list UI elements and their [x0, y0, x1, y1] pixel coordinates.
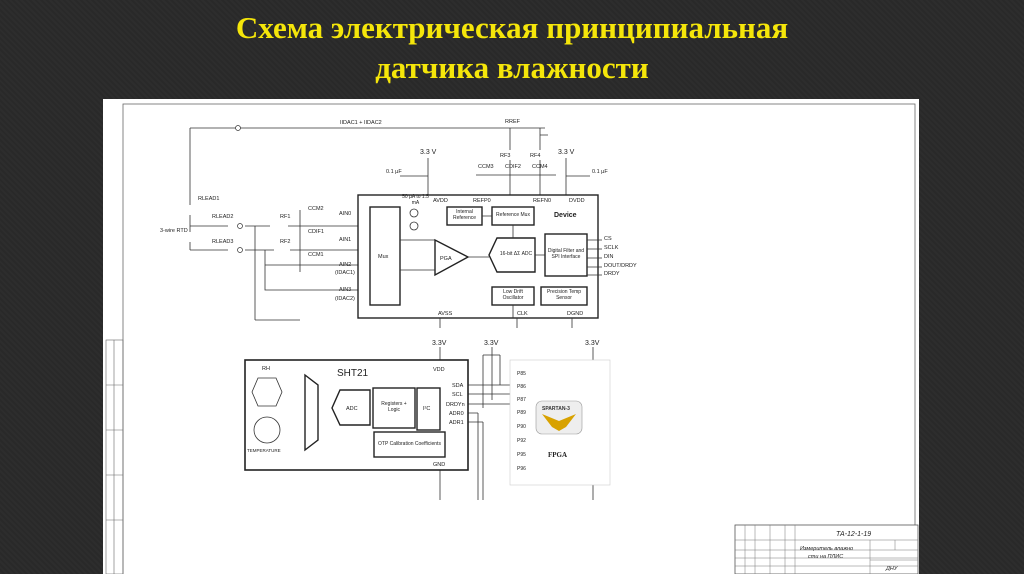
supply-sht21: 3.3V	[432, 340, 447, 347]
rlead3-label: RLEAD3	[212, 239, 233, 245]
fpga-label: FPGA	[548, 451, 567, 459]
fpga-pin: P85	[517, 371, 526, 377]
pin-ain2: AIN2	[339, 262, 351, 268]
rf2-label: RF2	[280, 239, 290, 245]
fpga-pin: P89	[517, 410, 526, 416]
pga-triangle	[434, 238, 470, 277]
rh-label: RH	[262, 366, 270, 372]
temperature-label: TEMPERATURE	[247, 448, 281, 453]
current-source-icon	[409, 208, 419, 218]
internal-ref-label: Internal Reference	[452, 209, 477, 221]
pga-label: PGA	[440, 256, 452, 262]
idac-range-label: 50 µA to 1.5 mA	[402, 193, 429, 206]
mux-box	[369, 206, 401, 306]
slide-title-line1: Схема электрическая принципиальная	[235, 10, 789, 45]
supply-fpga: 3.3V	[585, 340, 600, 347]
drawing-sheet	[103, 99, 919, 574]
rf1-label: RF1	[280, 214, 290, 220]
fpga-pin: P92	[517, 438, 526, 444]
spartan-logo-emblem	[542, 414, 576, 431]
cap2-label: 0.1 µF	[592, 169, 608, 175]
pin-dout-drdy: DOUT/DRDY	[604, 263, 637, 269]
pin-din: DIN	[604, 254, 614, 260]
current-label: IIDAC1 + IIDAC2	[340, 120, 382, 126]
vdd-label: VDD	[433, 367, 445, 373]
adc-box	[488, 237, 536, 273]
pin-avdd: AVDD	[433, 198, 448, 204]
sht21-circuit: SHT21 RH TEMPERATURE ADC I²C VDD GND SDA…	[244, 340, 611, 500]
slide-title-line2: датчика влажности	[375, 50, 649, 85]
sht21-adc-label: ADC	[346, 406, 358, 412]
document-code: ТА-12-1-19	[836, 531, 871, 538]
pin-ain3: AIN3	[339, 287, 351, 293]
pin-refn0: REFN0	[533, 198, 551, 204]
fpga-pin: P96	[517, 466, 526, 472]
gnd-label: GND	[433, 462, 445, 468]
pin-clk: CLK	[517, 311, 528, 317]
fpga-pin: P90	[517, 424, 526, 430]
cdif2-label: CDIF2	[505, 164, 521, 170]
pin-dgnd: DGND	[567, 311, 583, 317]
rlead2-label: RLEAD2	[212, 214, 233, 220]
ccm4-label: CCM4	[532, 164, 548, 170]
mux-label: Mux	[378, 254, 389, 260]
pin-adr0: ADR0	[449, 411, 464, 417]
ccm2-label: CCM2	[308, 206, 324, 212]
pin-idac1: (IDAC1)	[335, 270, 355, 276]
rf4-label: RF4	[530, 153, 540, 159]
fpga-pin: P95	[517, 452, 526, 458]
pin-drdy: DRDY	[604, 271, 620, 277]
oscillator-label: Low Drift Oscillator	[502, 289, 524, 301]
supply1-label: 3.3 V	[420, 149, 437, 156]
cap1-label: 0.1 µF	[386, 169, 402, 175]
supply2-label: 3.3 V	[558, 149, 575, 156]
sensor-mux-icon	[304, 373, 319, 452]
pin-cs: CS	[604, 236, 612, 242]
device-label: Device	[554, 212, 577, 219]
current-source-icon	[409, 221, 419, 231]
pin-scl: SCL	[452, 392, 463, 398]
pin-dvdd: DVDD	[569, 198, 585, 204]
rf3-label: RF3	[500, 153, 510, 159]
organization: ДНУ	[885, 566, 898, 572]
pin-refp0: REFP0	[473, 198, 491, 204]
pin-idac2: (IDAC2)	[335, 296, 355, 302]
pin-ain0: AIN0	[339, 211, 351, 217]
pin-drdyn: DRDYn	[446, 402, 465, 408]
cdif1-label: CDIF1	[308, 229, 324, 235]
temperature-sensor-icon	[253, 416, 281, 444]
pin-sda: SDA	[452, 383, 464, 389]
fpga-pin: P86	[517, 384, 526, 390]
rtd-label: 3-wire RTD	[160, 228, 188, 234]
spartan-logo	[535, 400, 583, 435]
ccm1-label: CCM1	[308, 252, 324, 258]
otp-label: OTP Calibration Coefficients	[378, 440, 441, 447]
adc-circuit: IIDAC1 + IIDAC2 RREF RLEAD1 RLEAD2 RLEAD…	[160, 119, 637, 328]
title-block: ТА-12-1-19 Измеритель влажно сти на ПЛИС…	[734, 524, 919, 574]
pin-avss: AVSS	[438, 311, 453, 317]
pin-ain1: AIN1	[339, 237, 351, 243]
supply-pullup: 3.3V	[484, 340, 499, 347]
digital-filter-label: Digital Filter and SPI Interface	[547, 248, 585, 260]
document-name-line2: сти на ПЛИС	[808, 554, 843, 560]
ref-mux-label: Reference Mux	[496, 212, 530, 219]
rlead1-label: RLEAD1	[198, 196, 219, 202]
humidity-sensor-icon	[251, 377, 283, 407]
temp-sensor-label: Precision Temp Sensor	[546, 289, 582, 301]
ccm3-label: CCM3	[478, 164, 494, 170]
pin-sclk: SCLK	[604, 245, 619, 251]
sht21-label: SHT21	[337, 368, 369, 379]
i2c-label: I²C	[423, 406, 430, 412]
pin-adr1: ADR1	[449, 420, 464, 426]
registers-label: Registers + Logic	[381, 401, 407, 413]
left-strip	[105, 339, 124, 574]
adc-label: 16-bit ΔΣ ADC	[499, 251, 533, 258]
document-name-line1: Измеритель влажно	[800, 546, 853, 552]
fpga-pin: P87	[517, 397, 526, 403]
spartan-logo-text: SPARTAN-3	[542, 406, 570, 412]
rref-label: RREF	[505, 119, 521, 125]
